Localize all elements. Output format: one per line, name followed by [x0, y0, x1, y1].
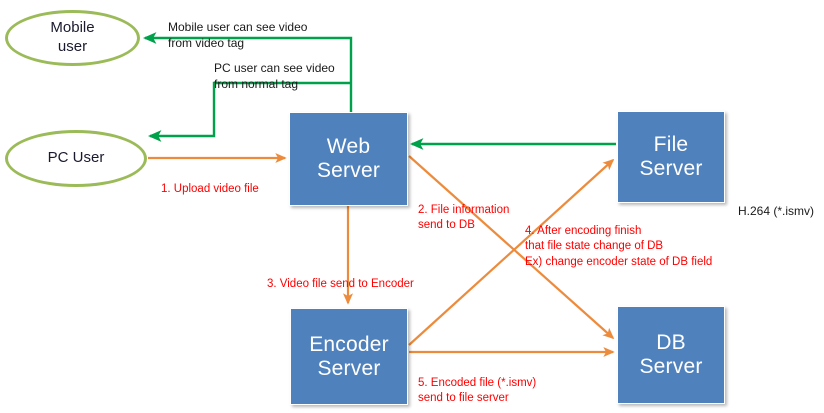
annotation-step-4-text: 5. Encoded file (*.ismv) send to file se…	[418, 377, 537, 405]
node-web-server[interactable]: Web Server	[289, 112, 408, 206]
annotation-step-1-text: 1. Upload video file	[161, 183, 259, 196]
actor-mobile-user[interactable]: Mobile user	[5, 10, 140, 66]
actor-pc-user[interactable]: PC User	[5, 130, 147, 187]
actor-pc-user-label: PC User	[47, 149, 105, 167]
annotation-mobile-video-tag-text: Mobile user can see video from video tag	[168, 19, 308, 50]
annotation-codec-note: H.264 (*.ismv)	[738, 188, 814, 220]
annotation-step-5-text: 4. After encoding finish that file state…	[525, 225, 713, 268]
node-db-server[interactable]: DB Server	[617, 306, 725, 404]
node-encoder-server-label: Encoder Server	[309, 332, 389, 380]
node-web-server-label: Web Server	[316, 135, 381, 182]
annotation-step-3: 3. Video file send to Encoder	[267, 262, 414, 292]
annotation-step-2: 2. File information send to DB	[418, 188, 509, 234]
node-encoder-server[interactable]: Encoder Server	[290, 308, 408, 405]
annotation-pc-normal-tag-text: PC user can see video from normal tag	[214, 60, 335, 91]
annotation-step-4: 5. Encoded file (*.ismv) send to file se…	[418, 361, 536, 407]
annotation-mobile-video-tag: Mobile user can see video from video tag	[168, 4, 307, 51]
node-db-server-label: DB Server	[639, 331, 703, 378]
annotation-pc-normal-tag: PC user can see video from normal tag	[214, 45, 335, 92]
annotation-step-5: 4. After encoding finish that file state…	[525, 209, 712, 270]
annotation-step-1: 1. Upload video file	[161, 167, 259, 197]
annotation-step-3-text: 3. Video file send to Encoder	[267, 278, 414, 291]
actor-mobile-user-label: Mobile user	[50, 19, 95, 55]
node-file-server[interactable]: File Server	[617, 111, 725, 203]
annotation-codec-note-text: H.264 (*.ismv)	[738, 203, 815, 218]
annotation-step-2-text: 2. File information send to DB	[418, 204, 510, 232]
node-file-server-label: File Server	[639, 133, 703, 180]
